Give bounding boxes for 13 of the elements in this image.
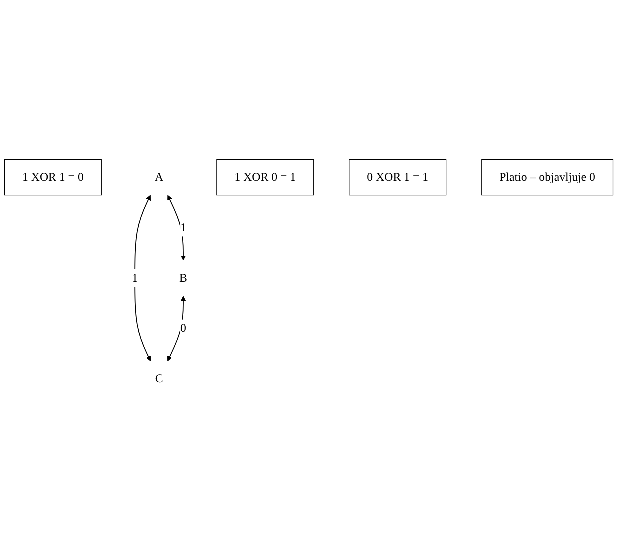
edge-label: 1: [132, 271, 138, 285]
node-text: B: [180, 271, 188, 285]
arrow: [134, 195, 152, 362]
node-box: Platio – objavljuje 0: [482, 159, 614, 196]
node-box: 1 XOR 1 = 0: [4, 159, 102, 196]
node-text: C: [155, 372, 164, 386]
arrow: [168, 296, 186, 362]
node-box: 1 XOR 0 = 1: [216, 159, 314, 196]
node-box: 0 XOR 1 = 1: [349, 159, 447, 196]
node-text: A: [155, 170, 164, 184]
edge-label: 0: [180, 322, 186, 335]
edge-label: 1: [180, 221, 186, 234]
arrow: [168, 195, 186, 260]
